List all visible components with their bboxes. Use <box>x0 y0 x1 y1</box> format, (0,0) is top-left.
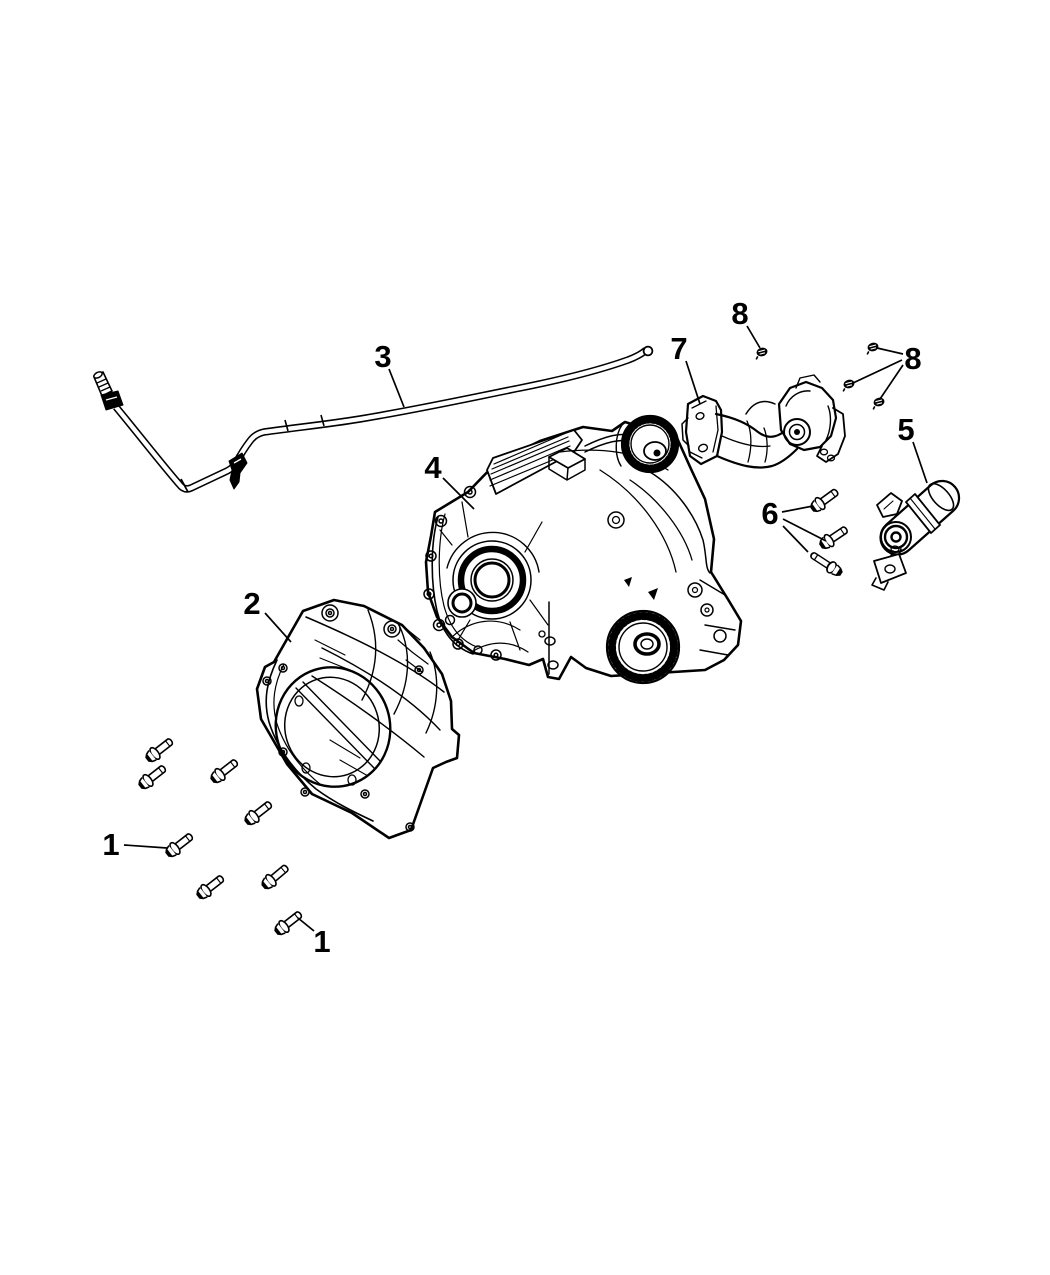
callout-6: 6 <box>761 496 778 531</box>
callout-leader-5 <box>912 441 928 484</box>
part-5-actuator-drawing <box>871 479 961 591</box>
part-3-vent-hose-drawing <box>93 345 654 493</box>
callout-leader-3 <box>388 368 405 408</box>
callout-5: 5 <box>897 412 914 447</box>
callout-leader-8-top <box>746 325 761 349</box>
callout-leader-1-bottom <box>297 917 315 932</box>
callout-1-bottom: 1 <box>313 924 330 959</box>
callout-3: 3 <box>374 339 391 374</box>
callout-leader-6 <box>782 518 827 542</box>
callout-8-top: 8 <box>731 296 748 331</box>
callout-leader-8-right <box>879 364 904 400</box>
part-7-bracket-drawing <box>681 374 846 469</box>
callout-leader-6 <box>781 505 814 513</box>
callout-leader-2 <box>264 612 292 643</box>
callout-leader-6 <box>782 525 809 553</box>
callout-leader-8-right <box>876 347 904 355</box>
callout-leader-7 <box>685 360 701 405</box>
callout-7: 7 <box>670 331 687 366</box>
callout-1-left: 1 <box>102 827 119 862</box>
callout-layer: 1 1 2 3 4 5 6 7 8 8 <box>102 296 928 959</box>
callout-leader-8-right <box>852 359 903 384</box>
callout-4: 4 <box>424 450 442 485</box>
callout-2: 2 <box>243 586 260 621</box>
part-4-transfer-case-drawing <box>423 414 743 685</box>
callout-leader-1-left <box>123 844 168 849</box>
callout-8-right: 8 <box>904 341 921 376</box>
part-2-adapter-housing-drawing <box>255 598 461 840</box>
callout-leader-4 <box>442 477 475 510</box>
